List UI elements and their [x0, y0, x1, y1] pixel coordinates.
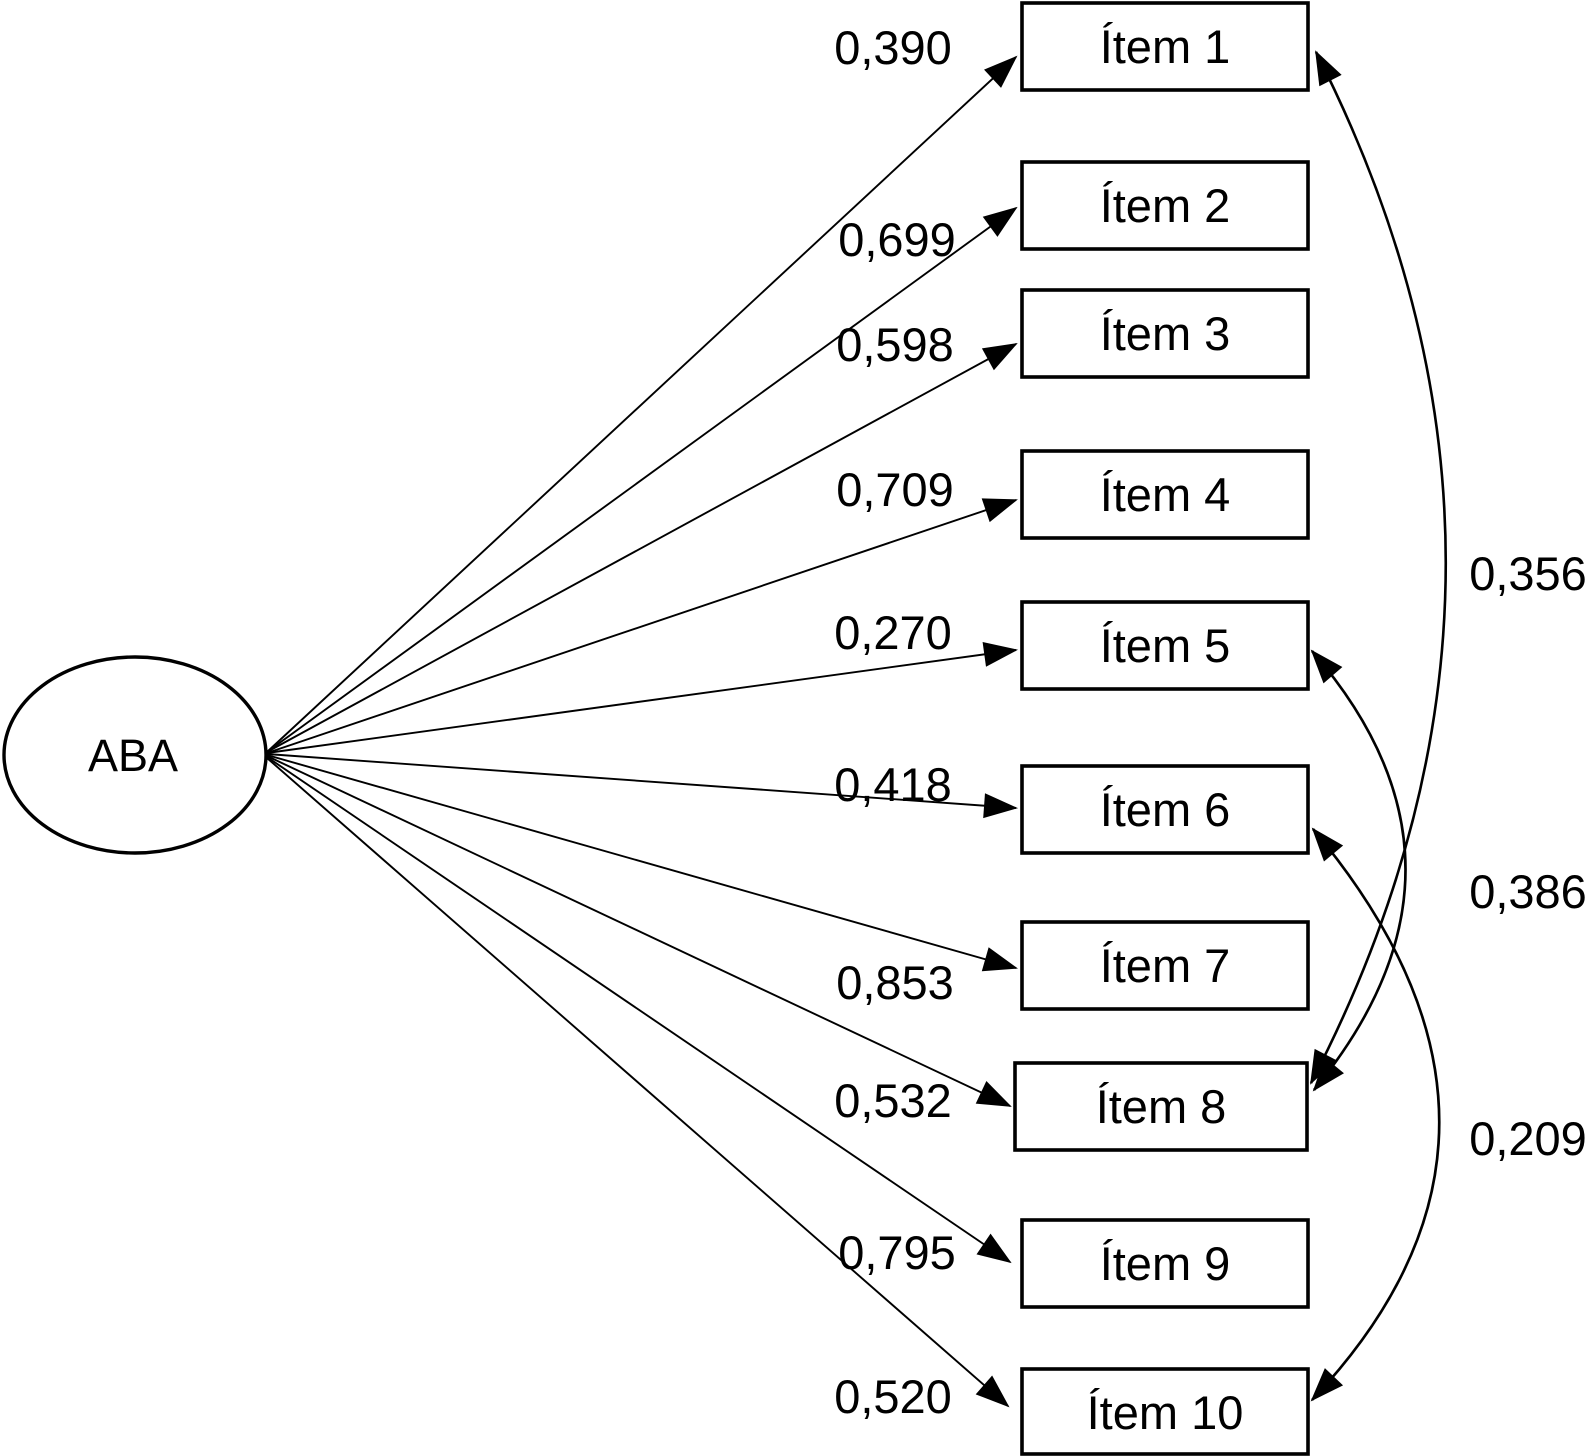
item-label-10: Ítem 10 [1087, 1386, 1244, 1439]
item-box-10: Ítem 10 [1020, 1367, 1310, 1456]
item-rect-10 [1020, 1367, 1310, 1456]
correlation-path-item6-item10 [1310, 827, 1441, 1402]
item-rect-4 [1020, 449, 1310, 540]
correlation-label-item1-item8: 0,356 [1469, 547, 1585, 600]
loading-label-item5: 0,270 [834, 606, 952, 659]
item-box-1: Ítem 1 [1020, 1, 1310, 92]
item-box-3: Ítem 3 [1020, 288, 1310, 379]
latent-factor: ABA [2, 655, 268, 855]
item-label-3: Ítem 3 [1100, 307, 1231, 360]
latent-factor-label: ABA [88, 730, 178, 781]
item-label-8: Ítem 8 [1096, 1080, 1227, 1133]
item-label-9: Ítem 9 [1100, 1237, 1231, 1290]
loading-path-item10 [266, 757, 1010, 1408]
loading-label-item4: 0,709 [836, 463, 954, 516]
correlation-path-item5-item8 [1310, 649, 1407, 1092]
loading-path-item6 [266, 753, 1018, 819]
item-rect-6 [1020, 764, 1310, 855]
loading-arrows [266, 55, 1018, 1408]
item-rect-8 [1013, 1061, 1309, 1152]
loading-label-item7: 0,853 [836, 956, 954, 1009]
loading-label-item8: 0,532 [834, 1074, 952, 1127]
loading-label-item6: 0,418 [834, 758, 952, 811]
correlation-labels: 0,356 0,386 0,209 [1469, 547, 1585, 1165]
item-box-4: Ítem 4 [1020, 449, 1310, 540]
loading-label-item3: 0,598 [836, 318, 954, 371]
loading-path-item5 [266, 641, 1018, 754]
item-label-5: Ítem 5 [1100, 619, 1231, 672]
loading-path-item3 [266, 343, 1018, 753]
item-box-7: Ítem 7 [1020, 920, 1310, 1011]
item-rect-5 [1020, 600, 1310, 691]
item-label-2: Ítem 2 [1100, 179, 1231, 232]
correlation-path-item1-item8 [1309, 50, 1448, 1085]
correlation-label-item5-item8: 0,386 [1469, 865, 1585, 918]
item-box-5: Ítem 5 [1020, 600, 1310, 691]
loading-path-item2 [266, 206, 1018, 753]
item-rect-2 [1020, 160, 1310, 251]
item-boxes: Ítem 1 Ítem 2 Ítem 3 Ítem 4 Ítem 5 Ítem … [1013, 1, 1310, 1456]
item-label-7: Ítem 7 [1100, 939, 1231, 992]
loading-label-item1: 0,390 [834, 21, 952, 74]
correlation-arrows [1309, 50, 1448, 1402]
loading-path-item7 [266, 754, 1018, 972]
item-box-2: Ítem 2 [1020, 160, 1310, 251]
loading-path-item9 [266, 756, 1012, 1264]
loading-path-item8 [266, 755, 1012, 1107]
item-label-4: Ítem 4 [1100, 468, 1231, 521]
item-rect-9 [1020, 1218, 1310, 1309]
latent-factor-ellipse [2, 655, 268, 855]
item-label-1: Ítem 1 [1100, 20, 1231, 73]
loading-label-item9: 0,795 [838, 1226, 956, 1279]
loading-label-item2: 0,699 [838, 213, 956, 266]
loading-labels: 0,390 0,699 0,598 0,709 0,270 0,418 0,85… [834, 21, 956, 1423]
item-box-6: Ítem 6 [1020, 764, 1310, 855]
item-rect-3 [1020, 288, 1310, 379]
correlation-label-item6-item10: 0,209 [1469, 1112, 1585, 1165]
item-box-8: Ítem 8 [1013, 1061, 1309, 1152]
item-rect-1 [1020, 1, 1310, 92]
item-box-9: Ítem 9 [1020, 1218, 1310, 1309]
loading-path-item1 [266, 55, 1018, 753]
loading-label-item10: 0,520 [834, 1370, 952, 1423]
item-rect-7 [1020, 920, 1310, 1011]
item-label-6: Ítem 6 [1100, 783, 1231, 836]
loading-path-item4 [266, 498, 1018, 754]
